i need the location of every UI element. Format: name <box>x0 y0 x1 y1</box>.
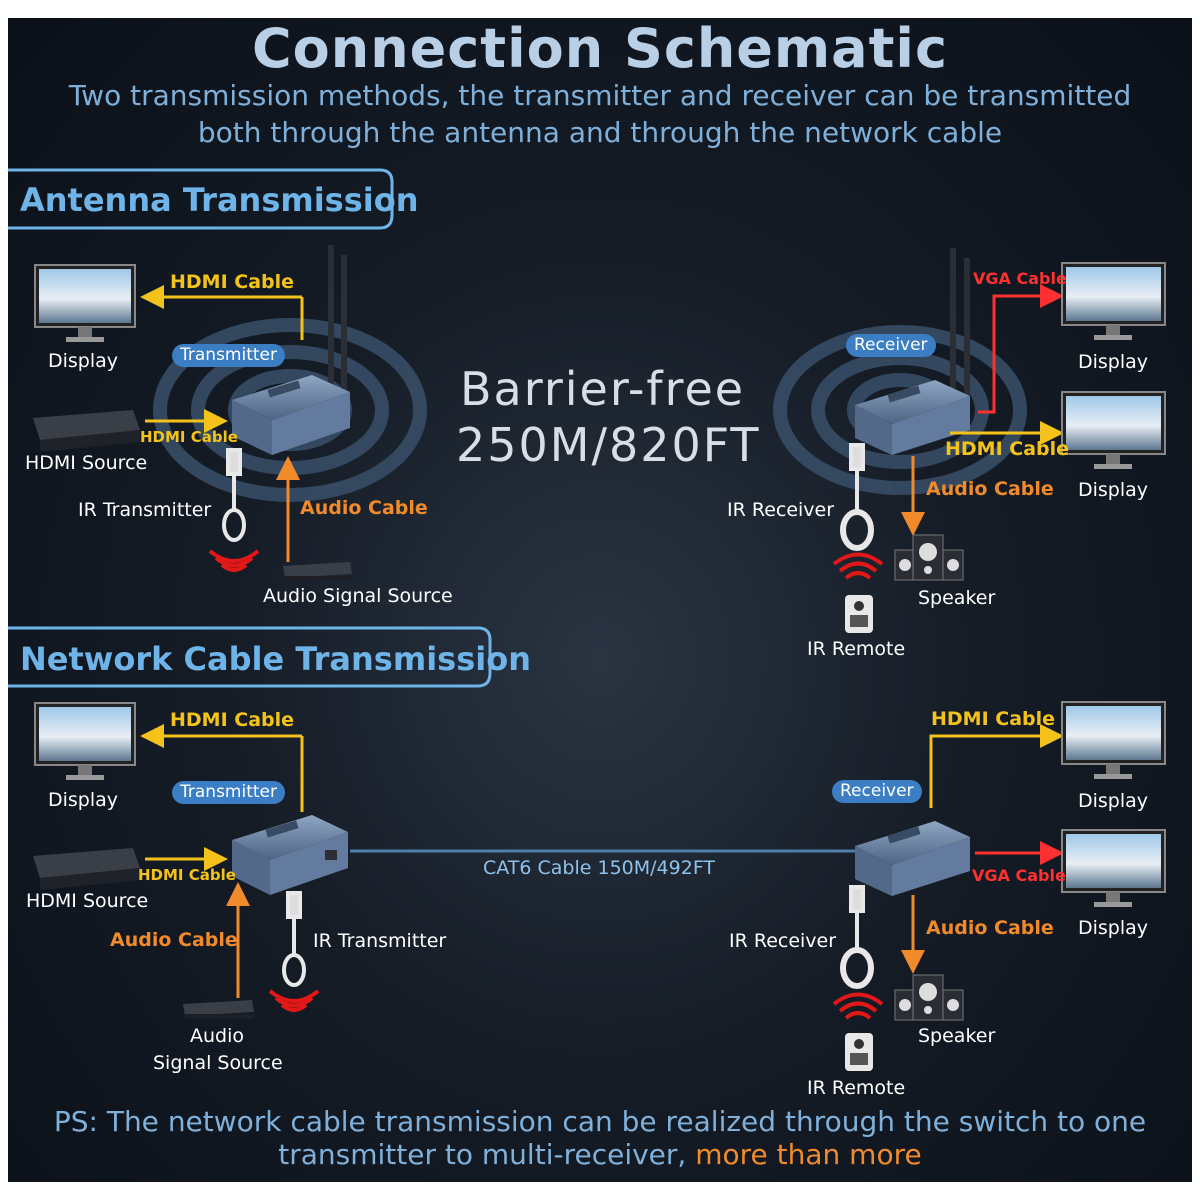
receiver-device-icon <box>855 248 970 455</box>
hdmi-source-box-icon <box>33 410 140 452</box>
tx-hdmi-in-label: HDMI Cable <box>140 428 238 446</box>
net-tx-hdmi-in-label: HDMI Cable <box>138 866 236 884</box>
ir-remote-label: IR Remote <box>807 638 906 660</box>
page-title: Connection Schematic <box>252 17 948 80</box>
ir-signal-icon <box>832 552 884 580</box>
net-transmitter-badge: Transmitter <box>172 781 285 804</box>
rx-hdmi-arrow <box>929 724 1064 808</box>
tx-hdmi-out-label: HDMI Cable <box>170 271 295 293</box>
ir-transmitter-cable-icon <box>282 891 306 987</box>
net-tx-display-label: Display <box>48 789 119 811</box>
receiver-device-icon <box>855 821 970 896</box>
ps-line-2-text: transmitter to multi-receiver, <box>278 1138 687 1171</box>
speaker-icon <box>894 534 964 581</box>
ps-note-line-2: transmitter to multi-receiver, more than… <box>0 1141 1200 1169</box>
audio-source-icon <box>283 562 352 581</box>
rx-audio-cable-label: Audio Cable <box>926 478 1054 500</box>
ir-transmitter-label: IR Transmitter <box>78 499 212 521</box>
net-tx-audio-cable-label: Audio Cable <box>110 929 238 951</box>
net-rx-display-top-label: Display <box>1078 790 1149 812</box>
subtitle-line-2: both through the antenna and through the… <box>197 116 1003 149</box>
receiver-badge: Receiver <box>846 334 936 357</box>
tx-audio-cable-label: Audio Cable <box>300 497 428 519</box>
net-audio-label-line-2: Signal Source <box>153 1052 283 1074</box>
barrier-free-label: Barrier-free <box>460 362 746 416</box>
vga-cable-arrow <box>978 284 1064 414</box>
audio-source-icon <box>183 1000 254 1019</box>
display-icon <box>34 702 136 780</box>
ps-more-text: more than more <box>695 1138 922 1171</box>
dark-background <box>8 18 1192 1182</box>
net-receiver-badge: Receiver <box>832 780 922 803</box>
ir-remote-icon <box>845 1033 873 1071</box>
ir-receiver-cable-icon <box>840 443 874 551</box>
display-icon <box>1061 391 1166 469</box>
antenna-section-heading: Antenna Transmission <box>20 181 419 219</box>
network-heading-frame <box>8 626 492 688</box>
transmitter-device-icon <box>232 815 348 895</box>
net-rx-display-bottom-label: Display <box>1078 917 1149 939</box>
ir-receiver-label: IR Receiver <box>727 499 835 521</box>
transmitter-device-icon <box>232 245 350 455</box>
ir-signal-icon <box>208 549 260 572</box>
subtitle-line-1: Two transmission methods, the transmitte… <box>68 79 1132 112</box>
ir-remote-icon <box>845 595 873 633</box>
net-ir-receiver-label: IR Receiver <box>729 930 837 952</box>
rx-hdmi-cable-label: HDMI Cable <box>945 438 1070 460</box>
ir-signal-icon <box>832 992 884 1020</box>
antenna-heading-frame <box>8 168 394 230</box>
net-audio-label-line-1: Audio <box>190 1025 245 1047</box>
rx-display-bottom-label: Display <box>1078 479 1149 501</box>
speaker-label: Speaker <box>918 587 996 609</box>
net-hdmi-source-label: HDMI Source <box>26 890 149 912</box>
net-rx-vga-cable-label: VGA Cable <box>972 866 1066 885</box>
audio-signal-source-label: Audio Signal Source <box>263 585 453 607</box>
net-rx-audio-cable-label: Audio Cable <box>926 917 1054 939</box>
tx-display-label: Display <box>48 350 119 372</box>
net-ir-transmitter-label: IR Transmitter <box>313 930 447 952</box>
speaker-icon <box>894 974 964 1021</box>
ir-receiver-cable-icon <box>840 885 874 989</box>
cat6-cable-label: CAT6 Cable 150M/492FT <box>483 857 716 879</box>
net-rx-hdmi-cable-label: HDMI Cable <box>931 708 1056 730</box>
display-icon <box>1061 701 1166 779</box>
hdmi-source-box-icon <box>33 848 140 890</box>
ps-note-line-1: PS: The network cable transmission can b… <box>53 1105 1147 1138</box>
hdmi-source-label: HDMI Source <box>25 452 148 474</box>
ir-transmitter-cable-icon <box>222 448 246 542</box>
rx-vga-cable-label: VGA Cable <box>973 269 1067 288</box>
range-label: 250M/820FT <box>456 418 761 472</box>
net-speaker-label: Speaker <box>918 1025 996 1047</box>
display-icon <box>34 264 136 342</box>
display-icon <box>1061 829 1166 907</box>
rx-display-top-label: Display <box>1078 351 1149 373</box>
net-ir-remote-label: IR Remote <box>807 1077 906 1099</box>
ir-signal-icon <box>268 989 320 1012</box>
network-section-heading: Network Cable Transmission <box>20 640 531 678</box>
transmitter-badge: Transmitter <box>172 344 285 367</box>
net-tx-hdmi-out-label: HDMI Cable <box>170 709 295 731</box>
display-icon <box>1061 262 1166 340</box>
